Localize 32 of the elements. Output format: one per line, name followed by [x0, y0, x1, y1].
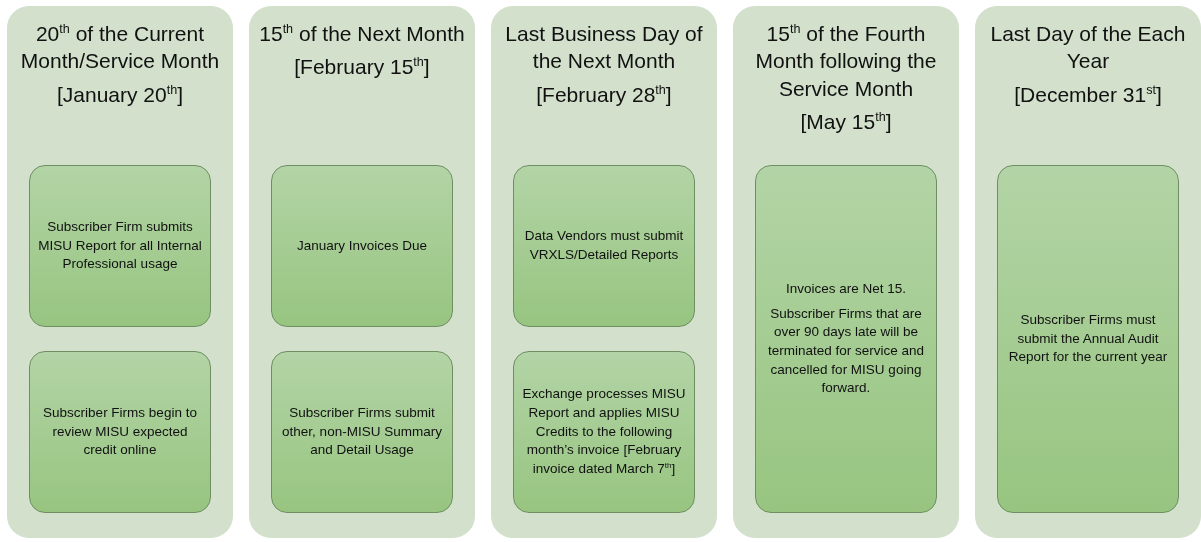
task-box — [29, 351, 211, 513]
column-heading: 15$^{th}$ of the Fourth Month following the Service Month — [754, 21, 938, 102]
timeline-column — [249, 6, 475, 538]
task-box — [513, 351, 695, 513]
column-heading: 20$^{th}$ of the Current Month/Service Month — [19, 21, 221, 75]
date-label: [January 20$^{th}$] — [55, 81, 185, 108]
task-text: January Invoices Due — [297, 236, 427, 255]
task-text: Data Vendors must submit VRXLS/Detailed Reports — [523, 227, 685, 264]
timeline-column — [7, 6, 233, 538]
date-label: [December 31$^{st}$] — [1013, 81, 1163, 108]
task-box — [755, 165, 937, 513]
task-text: Exchange processes MISU Report and applies MISU Credits to the following month’s invoice [February invoice dated March 7$^{th}$] — [522, 385, 686, 478]
task-text: Invoices are Net 15. — [785, 280, 907, 299]
timeline-column — [491, 6, 717, 538]
column-heading: Last Business Day of the Next Month — [504, 21, 704, 75]
task-text: Subscriber Firms must submit the Annual Audit Report for the current year — [1007, 311, 1169, 367]
task-text: Subscriber Firms submit other, non-MISU Summary and Detail Usage — [281, 404, 443, 460]
task-text: Subscriber Firm submits MISU Report for all Internal Professional usage — [38, 218, 202, 274]
date-label: [February 28$^{th}$] — [535, 81, 673, 108]
task-text: Subscriber Firms begin to review MISU expected credit online — [42, 404, 198, 460]
task-box — [271, 165, 453, 327]
date-label: [February 15$^{th}$] — [293, 54, 431, 81]
task-box — [29, 165, 211, 327]
date-label: [May 15$^{th}$] — [799, 108, 893, 135]
column-heading: 15$^{th}$ of the Next Month — [258, 21, 466, 47]
task-text: Subscriber Firms that are over 90 days late will be terminated for service and cancelled for MISU going forward. — [766, 304, 926, 398]
task-box — [997, 165, 1179, 513]
timeline-column — [733, 6, 959, 538]
column-heading: Last Day of the Each Year — [989, 21, 1187, 75]
task-box — [513, 165, 695, 327]
timeline-column — [975, 6, 1201, 538]
task-box — [271, 351, 453, 513]
